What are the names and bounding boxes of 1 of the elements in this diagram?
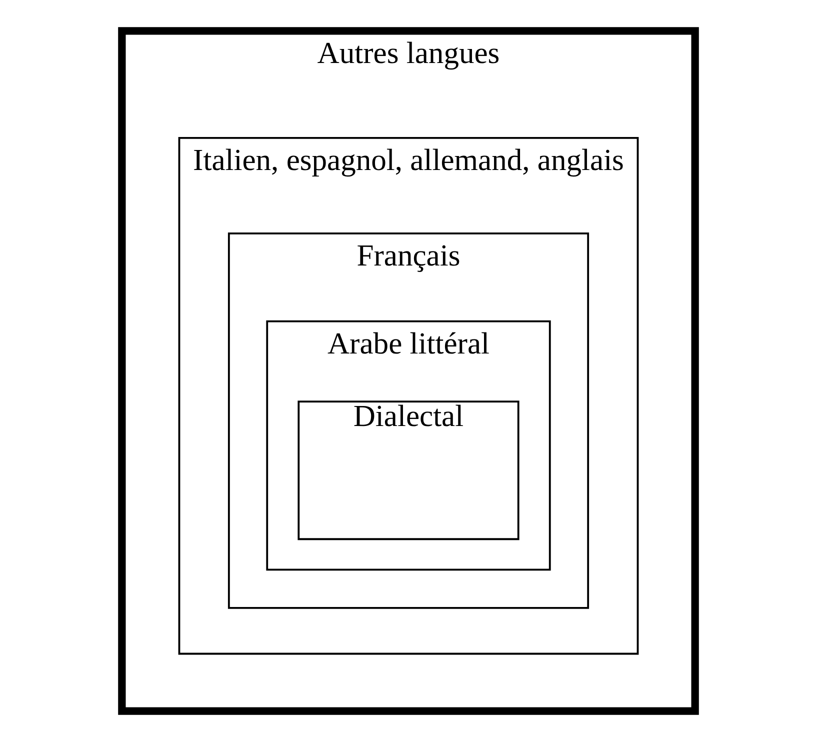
node-box: Dialectal [298,400,520,540]
